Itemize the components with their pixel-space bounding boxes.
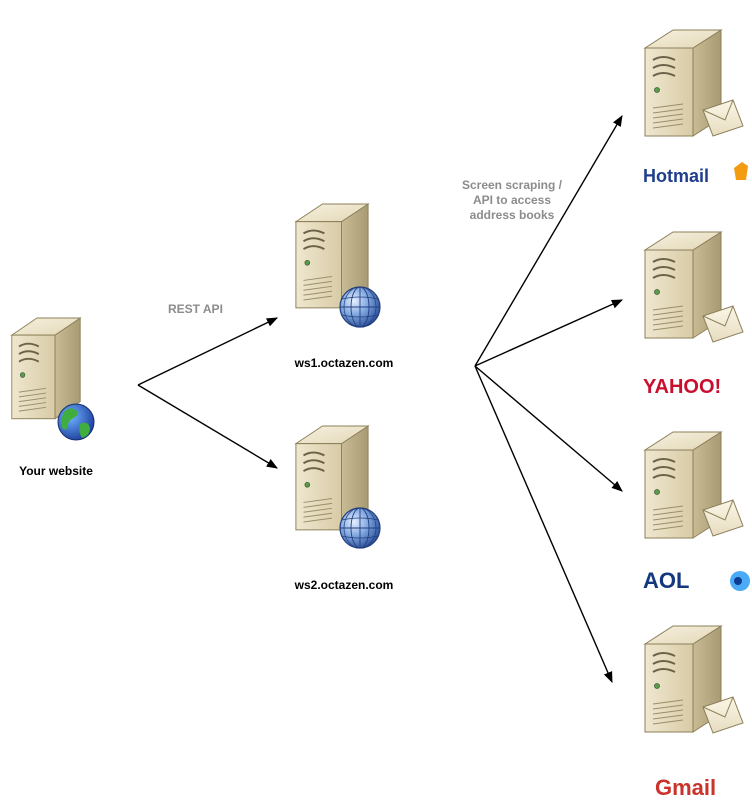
arrow-to-yahoo [474,299,624,367]
arrow-to-hotmail [474,115,623,367]
arrow-to-gmail [474,365,613,684]
svg-text:Gmail: Gmail [655,775,716,800]
ws1-label: ws1.octazen.com [294,356,394,370]
gmail-logo: Gmail [655,775,716,800]
arrow-to-ws1 [137,317,279,386]
svg-text:Hotmail: Hotmail [643,166,709,186]
screen-scraping-label: Screen scraping / API to access address … [440,178,584,223]
connections [137,115,624,684]
arrow-to-aol [474,365,623,492]
ws2-label: ws2.octazen.com [294,578,394,592]
rest-api-label: REST API [168,302,223,316]
svg-text:YAHOO!: YAHOO! [643,376,721,398]
globe-icon [339,507,381,549]
arrow-to-ws2 [137,384,278,469]
yahoo-logo: YAHOO! [643,376,721,398]
svg-text:AOL: AOL [643,568,689,593]
scraping-line-1: Screen scraping / [461,178,563,192]
your-website-server-icon [10,317,82,420]
scraping-line-2: API to access [472,193,552,207]
scraping-line-3: address books [469,208,555,222]
hotmail-logo: Hotmail [643,162,748,186]
globe-icon [339,286,381,328]
earth-globe-icon [57,403,95,441]
aol-logo: AOL [643,568,750,593]
your-website-label: Your website [19,464,93,478]
